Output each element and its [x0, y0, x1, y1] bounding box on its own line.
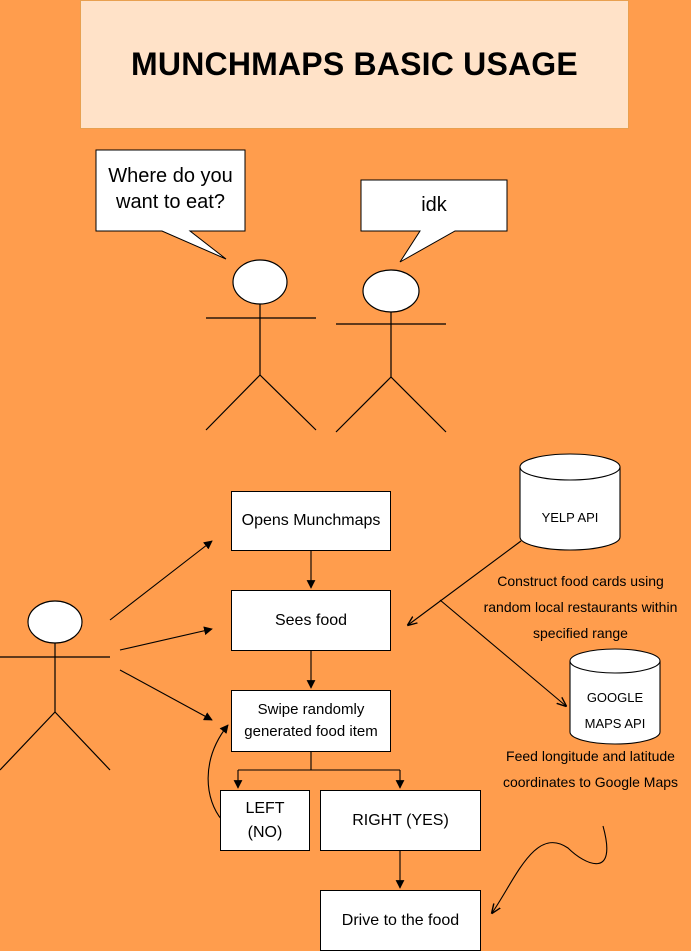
arrow-user-to-swipe — [119, 669, 213, 721]
box-opens-label: Opens Munchmaps — [241, 512, 381, 530]
title-box: MUNCHMAPS BASIC USAGE — [80, 0, 629, 129]
box-swipe: Swipe randomly generated food item — [231, 690, 391, 752]
box-drive-label: Drive to the food — [341, 911, 460, 929]
bubble-right-text: idk — [421, 194, 447, 216]
arrow-google-to-drive — [492, 825, 608, 913]
speech-bubble-left — [95, 149, 246, 260]
arrow-user-to-opens — [109, 540, 213, 621]
stick-figure-user — [0, 600, 111, 771]
box-right-yes: RIGHT (YES) — [320, 790, 481, 851]
arrow-to-google — [439, 599, 566, 706]
diagram-title: MUNCHMAPS BASIC USAGE — [131, 46, 578, 82]
note-yelp: Construct food cards using random local … — [483, 573, 678, 641]
branch-swipe-to-choices — [233, 751, 405, 789]
box-sees-food: Sees food — [231, 590, 391, 651]
stick-figure-asker — [205, 259, 317, 431]
box-opens-munchmaps: Opens Munchmaps — [231, 491, 391, 551]
yelp-api-cylinder — [519, 453, 621, 551]
google-maps-api-label: GOOGLE MAPS API — [584, 690, 646, 731]
stick-figure-responder — [335, 269, 447, 433]
google-maps-api-cylinder — [569, 648, 661, 745]
bubble-left-text: Where do you want to eat? — [108, 165, 233, 213]
box-sees-label: Sees food — [274, 611, 348, 629]
box-swipe-label: Swipe randomly generated food item — [244, 701, 378, 740]
box-left-no: LEFT (NO) — [220, 790, 310, 851]
yelp-api-label: YELP API — [541, 510, 599, 525]
arrow-left-loop-to-swipe — [207, 724, 229, 821]
speech-bubble-right — [360, 179, 508, 263]
box-drive: Drive to the food — [320, 890, 481, 951]
box-left-label: LEFT (NO) — [245, 800, 285, 841]
arrow-yelp-to-sees — [408, 540, 522, 625]
arrow-user-to-sees — [119, 626, 213, 651]
box-right-label: RIGHT (YES) — [352, 811, 449, 829]
note-google: Feed longitude and latitude coordinates … — [502, 748, 679, 790]
